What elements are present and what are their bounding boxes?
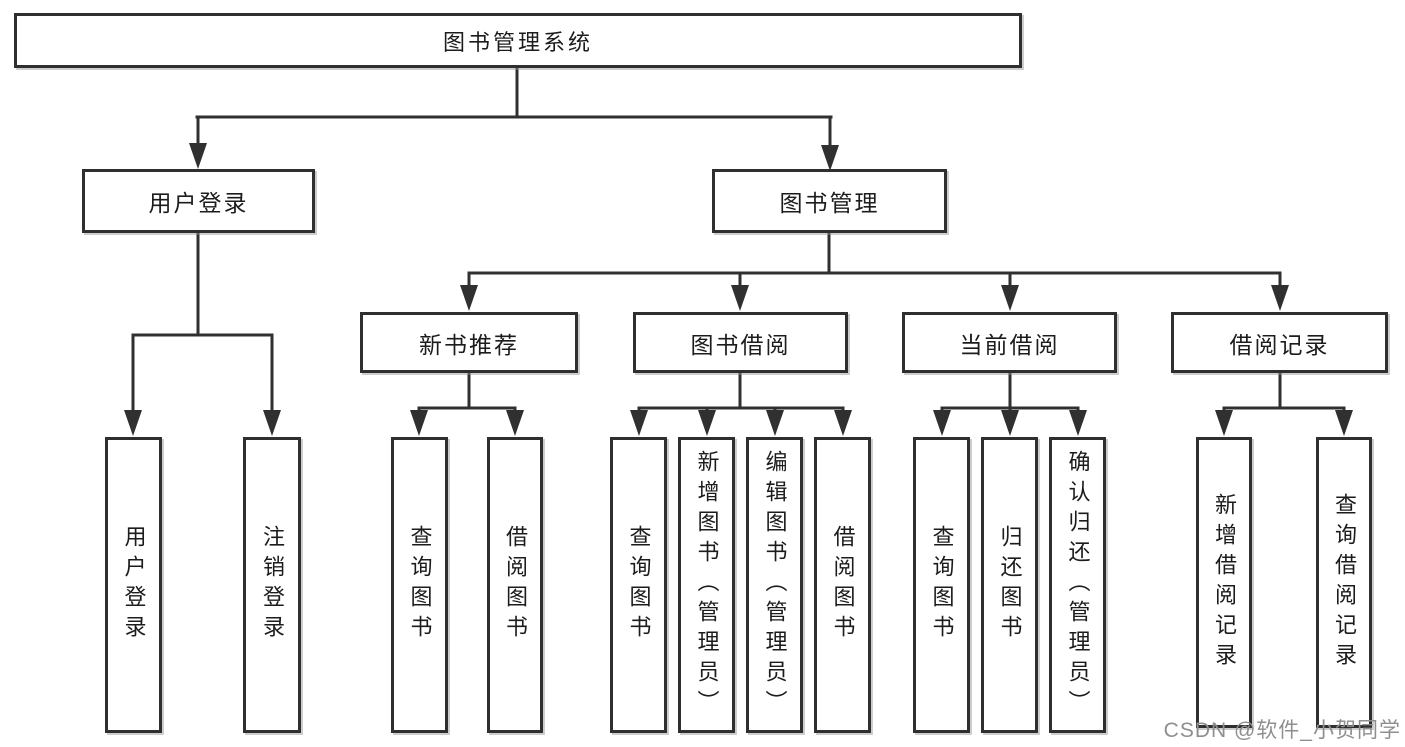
arrow-icon bbox=[189, 143, 207, 169]
node-label: 当前借阅 bbox=[959, 331, 1060, 358]
node-label: 查询图书 bbox=[929, 525, 955, 645]
node-label: 编辑图书（管理员） bbox=[762, 450, 788, 720]
arrow-icon bbox=[506, 410, 524, 436]
leaf-add-book-admin: 新增图书（管理员） bbox=[678, 437, 735, 733]
arrow-icon bbox=[630, 410, 648, 436]
arrow-icon bbox=[1069, 410, 1087, 436]
arrow-icon bbox=[933, 410, 951, 436]
arrow-icon bbox=[731, 285, 749, 311]
leaf-borrow-query-books: 查询图书 bbox=[610, 437, 667, 733]
node-label: 借阅图书 bbox=[830, 525, 856, 645]
arrowheads bbox=[124, 143, 1353, 436]
leaf-current-query-books: 查询图书 bbox=[913, 437, 970, 733]
arrow-icon bbox=[410, 410, 428, 436]
arrow-icon bbox=[834, 410, 852, 436]
node-label: 新书推荐 bbox=[419, 331, 519, 358]
arrow-icon bbox=[263, 410, 281, 436]
arrow-icon bbox=[1335, 410, 1353, 436]
node-label: 图书管理系统 bbox=[442, 29, 593, 55]
node-label: 新增借阅记录 bbox=[1212, 492, 1237, 673]
connector-borrow-branch bbox=[637, 371, 845, 414]
node-label: 新增图书（管理员） bbox=[694, 450, 720, 720]
node-borrow-records: 借阅记录 bbox=[1171, 312, 1388, 373]
node-label: 借阅图书 bbox=[503, 525, 528, 645]
node-label: 确认归还（管理员） bbox=[1065, 450, 1091, 720]
leaf-logout: 注销登录 bbox=[243, 437, 301, 733]
leaf-query-borrow-record: 查询借阅记录 bbox=[1316, 437, 1372, 728]
connector-new-books-branch bbox=[417, 371, 517, 414]
arrow-icon bbox=[1001, 410, 1019, 436]
leaf-return-books: 归还图书 bbox=[981, 437, 1038, 733]
leaf-recommend-borrow-books: 借阅图书 bbox=[487, 437, 543, 733]
leaf-edit-book-admin: 编辑图书（管理员） bbox=[746, 437, 803, 733]
node-user-login: 用户登录 bbox=[82, 169, 315, 233]
arrow-icon bbox=[766, 410, 784, 436]
watermark: CSDN @软件_小贺同学 bbox=[1163, 719, 1401, 742]
connector-user-login-branch bbox=[131, 231, 274, 413]
arrow-icon bbox=[1001, 285, 1019, 311]
node-current-borrow: 当前借阅 bbox=[902, 312, 1117, 373]
arrow-icon bbox=[821, 145, 839, 171]
node-label: 注销登录 bbox=[260, 525, 285, 645]
arrow-icon bbox=[124, 410, 142, 436]
connector-current-branch bbox=[940, 371, 1080, 414]
leaf-user-login: 用户登录 bbox=[105, 437, 162, 733]
node-new-book-recommend: 新书推荐 bbox=[360, 312, 578, 373]
leaf-add-borrow-record: 新增借阅记录 bbox=[1196, 437, 1252, 728]
connector-records-branch bbox=[1222, 371, 1346, 414]
node-label: 用户登录 bbox=[121, 525, 147, 645]
arrow-icon bbox=[460, 285, 478, 311]
node-book-borrow: 图书借阅 bbox=[633, 312, 848, 373]
arrow-icon bbox=[1271, 285, 1289, 311]
leaf-borrow-books: 借阅图书 bbox=[814, 437, 871, 733]
node-label: 图书借阅 bbox=[690, 331, 791, 358]
node-label: 借阅记录 bbox=[1229, 331, 1330, 358]
node-label: 图书管理 bbox=[779, 190, 880, 216]
connector-book-mgmt-branch bbox=[467, 231, 1282, 289]
arrow-icon bbox=[1215, 410, 1233, 436]
node-system-root: 图书管理系统 bbox=[14, 13, 1022, 68]
node-label: 查询图书 bbox=[626, 525, 652, 645]
connector-root-branch bbox=[195, 66, 833, 148]
node-book-management: 图书管理 bbox=[712, 169, 947, 233]
leaf-recommend-query-books: 查询图书 bbox=[391, 437, 448, 733]
node-label: 查询借阅记录 bbox=[1332, 492, 1357, 673]
node-label: 查询图书 bbox=[407, 525, 433, 645]
node-label: 用户登录 bbox=[148, 190, 249, 216]
leaf-confirm-return-admin: 确认归还（管理员） bbox=[1049, 437, 1106, 733]
arrow-icon bbox=[698, 410, 716, 436]
node-label: 归还图书 bbox=[997, 525, 1023, 645]
